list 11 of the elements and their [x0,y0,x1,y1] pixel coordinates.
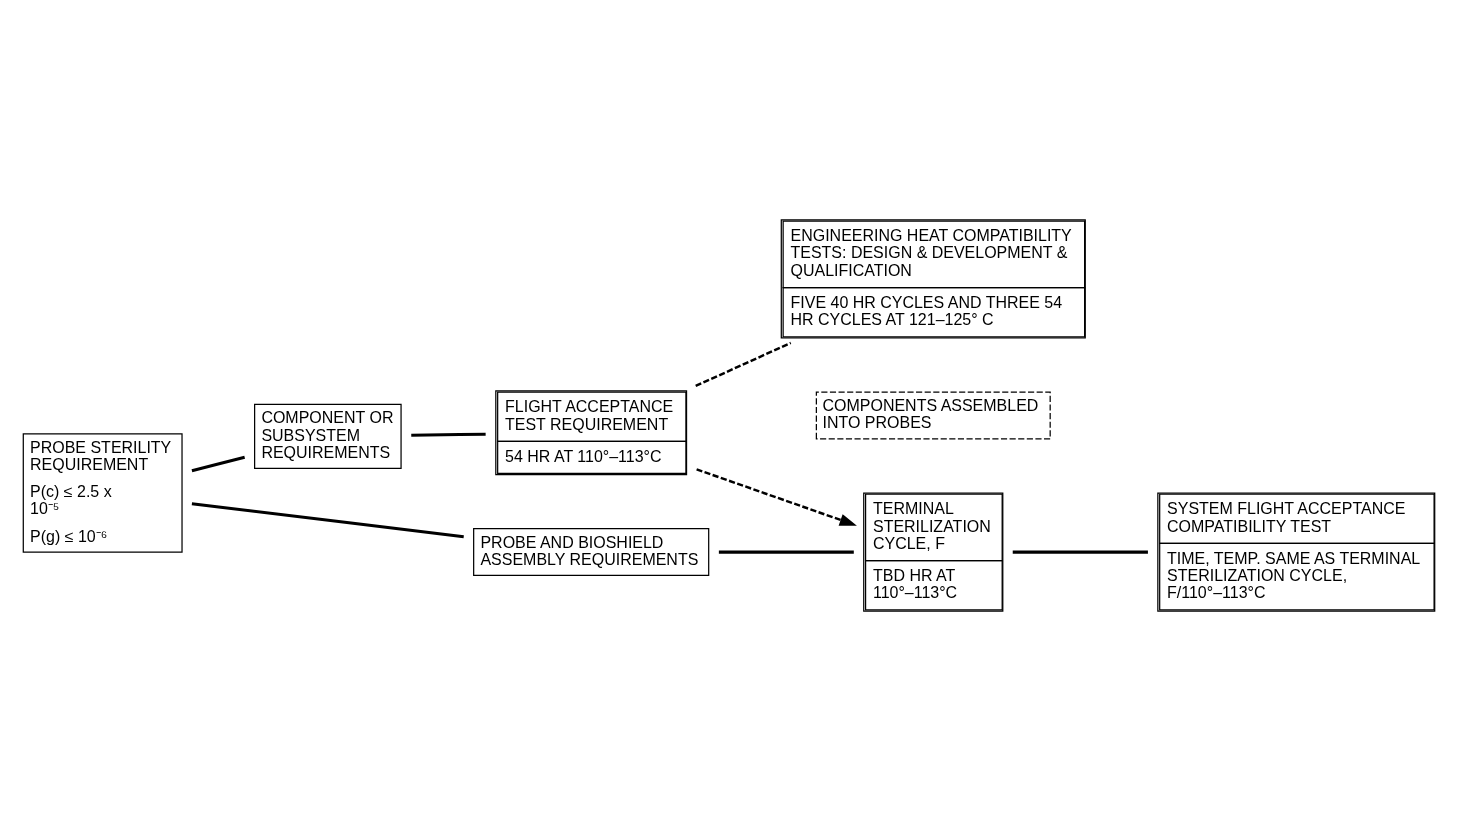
connector [191,455,246,473]
connector [1012,550,1148,554]
connector [411,432,486,437]
node-box: COMPONENT OR SUBSYSTEM REQUIREMENTS [254,403,402,470]
node-box: COMPONENTS ASSEMBLED INTO PROBES [815,391,1051,440]
arrow [696,468,857,526]
node-box: PROBE STERILITY REQUIREMENT P(c) ≤ 2.5 x 10⁻⁵ P(g) ≤ 10⁻⁶ [22,433,183,553]
connector [191,502,464,539]
node-box: PROBE AND BIOSHIELD ASSEMBLY REQUIREMENTS [473,528,710,577]
connector [695,341,792,388]
connector [718,550,854,554]
